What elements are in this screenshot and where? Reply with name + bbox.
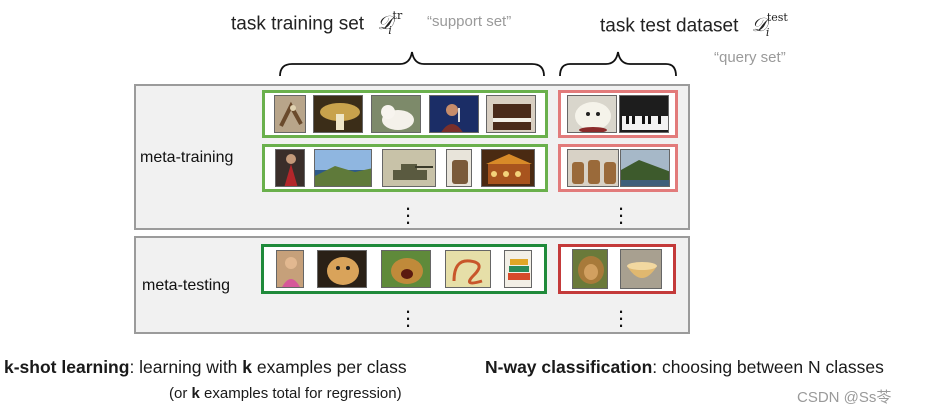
more-test-support-ellipsis: ··· [404,298,412,337]
thumb-dog-query [567,95,617,133]
meta-train-support-set-1 [262,90,548,138]
thumb-mushroom [313,95,364,133]
thumb-coast [314,149,373,187]
thumb-bird [273,95,306,133]
kshot-regression-note: (or k examples total for regression) [169,385,402,402]
query-brace [559,51,677,77]
thumb-bowl-query [620,249,662,289]
meta-train-support-set-2 [262,144,548,192]
csdn-watermark: CSDN @Ss苓 [797,389,892,406]
thumb-cliff-query [619,149,670,187]
query-set-math: 𝒟testi [751,11,788,40]
support-set-alias: “support set” [427,13,512,30]
more-query-tasks-ellipsis: ··· [617,195,625,234]
meta-testing-label: meta-testing [142,277,231,294]
query-set-alias: “query set” [714,49,786,66]
meta-train-query-set-1 [558,90,678,138]
thumb-dog [370,95,421,133]
meta-test-support-set [261,244,547,294]
thumb-ribbon [444,250,491,288]
meta-train-query-set-2 [558,144,678,192]
meta-test-query-set [558,244,676,294]
thumb-tank [381,149,436,187]
thumb-lion-query [572,249,608,289]
thumb-lion-roar [380,250,431,288]
kshot-definition: k-shot learning: learning with k example… [4,357,407,377]
nway-definition: N-way classification: choosing between N… [485,357,884,377]
thumb-singer [428,95,479,133]
thumb-barrel [445,149,472,187]
query-set-title: task test dataset 𝒟testi [600,11,788,40]
meta-training-label: meta-training [140,149,234,166]
thumb-bowls [504,250,533,288]
thumb-piano-query [619,95,669,133]
support-set-title: task training set 𝒟tri [231,9,403,38]
support-brace [279,51,545,77]
thumb-girl [275,250,304,288]
thumb-golden-dog [317,250,368,288]
thumb-carousel [481,149,536,187]
more-test-query-ellipsis: ··· [617,298,625,337]
thumb-piano [486,95,537,133]
more-support-tasks-ellipsis: ··· [404,195,412,234]
query-set-label: task test dataset [600,15,739,37]
thumb-barrels-query [566,149,619,187]
support-set-label: task training set [231,13,365,35]
support-set-math: 𝒟tri [377,9,403,38]
thumb-gymnast [274,149,305,187]
